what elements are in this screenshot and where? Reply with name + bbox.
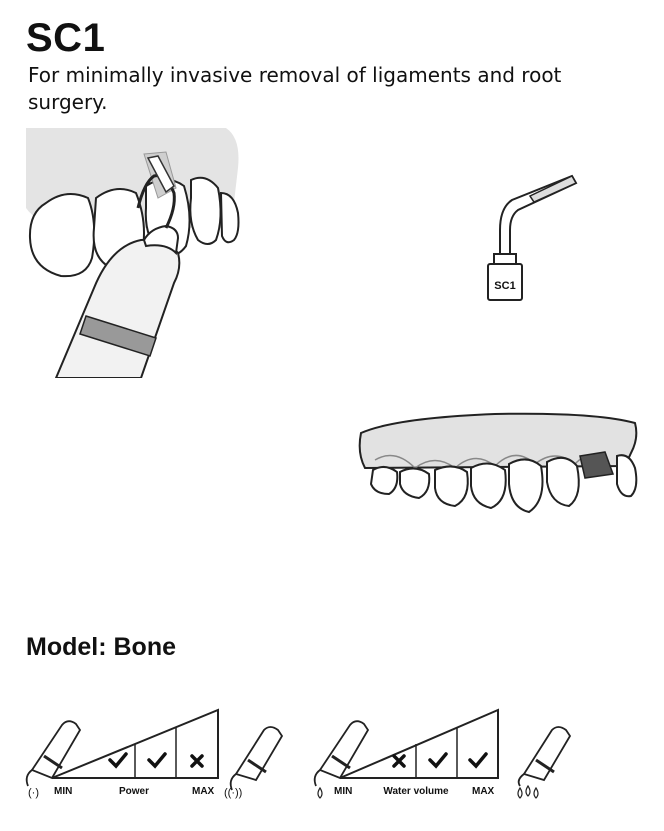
page-subtitle: For minimally invasive removal of ligame… xyxy=(28,63,562,114)
svg-text:(·): (·) xyxy=(28,787,39,799)
water-level-3-icon xyxy=(468,752,488,769)
water-min-label: MIN xyxy=(334,786,352,797)
svg-text:((·)): ((·)) xyxy=(224,787,242,799)
handpiece-max-icon: ((·)) xyxy=(224,726,284,799)
power-max-label: MAX xyxy=(192,786,215,797)
power-name-label: Power xyxy=(119,786,149,797)
handpiece-water-min-icon xyxy=(313,720,370,799)
power-level-1-icon xyxy=(108,752,128,769)
page-title: SC1 xyxy=(26,16,106,60)
handpiece-water-max-icon xyxy=(517,726,572,799)
model-label: Model: Bone xyxy=(26,633,176,661)
water-level-2-icon xyxy=(428,752,448,769)
upper-jaw-illustration xyxy=(358,412,638,514)
power-min-label: MIN xyxy=(54,786,72,797)
water-name-label: Water volume xyxy=(383,786,449,797)
droplets-icon xyxy=(517,784,539,799)
tip-label: SC1 xyxy=(494,280,515,292)
water-scale: MIN Water volume MAX xyxy=(313,708,572,799)
droplet-icon xyxy=(317,786,323,799)
power-level-2-icon xyxy=(147,752,167,769)
power-scale: (·) MIN Power MAX ((·)) xyxy=(25,708,284,799)
handpiece-teeth-illustration xyxy=(26,128,240,378)
power-level-3-icon xyxy=(190,754,204,768)
sc1-tip-illustration: SC1 xyxy=(487,174,578,301)
water-level-1-icon xyxy=(392,754,406,768)
water-max-label: MAX xyxy=(472,786,495,797)
handpiece-min-icon: (·) xyxy=(25,720,82,799)
